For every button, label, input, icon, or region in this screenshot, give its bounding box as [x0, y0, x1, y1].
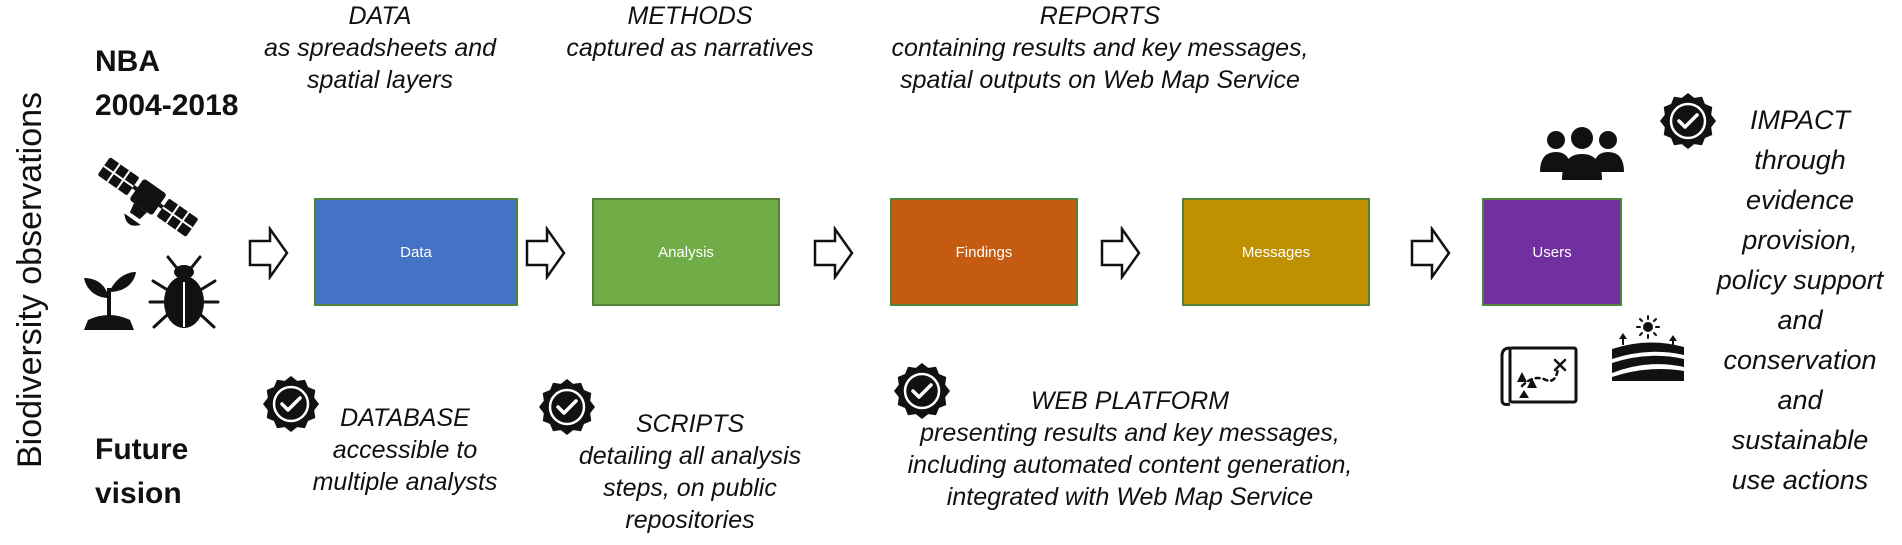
beetle-icon [148, 255, 220, 329]
caption-database-line: accessible to [332, 436, 478, 464]
impact-line: and [1777, 305, 1823, 335]
era-future: Future vision [95, 428, 188, 516]
caption-scripts-line: detailing all analysis [578, 442, 802, 470]
users-group-icon [1540, 127, 1624, 180]
era-current: NBA 2004-2018 [95, 40, 238, 128]
impact-line: and [1777, 385, 1823, 415]
caption-web-platform-line: presenting results and key messages, [920, 419, 1340, 447]
side-label: Biodiversity observations [11, 91, 49, 469]
flow-box-analysis: Analysis [592, 198, 780, 306]
flow-box-messages-label: Messages [1241, 243, 1311, 261]
farm-landscape-icon [1612, 315, 1684, 381]
caption-reports: REPORTS containing results and key messa… [860, 0, 1340, 96]
verified-badge-icon [894, 363, 950, 419]
impact-line: policy support [1716, 265, 1884, 295]
caption-data-line: as spreadsheets and [263, 34, 497, 62]
verified-badge-icon [1660, 93, 1716, 149]
arrow-right-icon [813, 226, 854, 280]
caption-scripts-title: SCRIPTS [635, 410, 745, 438]
caption-database-line: multiple analysts [312, 468, 498, 496]
caption-scripts: SCRIPTS detailing all analysis steps, on… [560, 408, 820, 536]
flow-box-users-label: Users [1532, 243, 1572, 261]
impact-line: through [1754, 145, 1846, 175]
impact-line: sustainable [1731, 425, 1869, 455]
caption-reports-line: spatial outputs on Web Map Service [900, 66, 1300, 94]
caption-reports-line: containing results and key messages, [891, 34, 1309, 62]
flow-box-analysis-label: Analysis [658, 243, 714, 261]
arrow-right-icon [248, 226, 289, 280]
impact-line: evidence [1745, 185, 1855, 215]
arrow-right-icon [525, 226, 566, 280]
caption-data-title: DATA [348, 2, 412, 30]
arrow-right-icon [1100, 226, 1141, 280]
caption-methods-title: METHODS [627, 2, 753, 30]
caption-database-title: DATABASE [340, 404, 470, 432]
impact-line: provision, [1742, 225, 1858, 255]
era-current-line-2: 2004-2018 [95, 89, 239, 122]
arrow-right-icon [1410, 226, 1451, 280]
caption-scripts-line: steps, on public [603, 474, 777, 502]
satellite-icon [98, 157, 198, 237]
caption-web-platform-line: integrated with Web Map Service [946, 483, 1314, 511]
caption-database: DATABASE accessible to multiple analysts [295, 402, 515, 498]
flow-box-findings: Findings [890, 198, 1078, 306]
flow-box-messages: Messages [1182, 198, 1370, 306]
caption-data-line: spatial layers [307, 66, 453, 94]
caption-reports-title: REPORTS [1039, 2, 1161, 30]
caption-data: DATA as spreadsheets and spatial layers [230, 0, 530, 96]
impact-line: use actions [1731, 465, 1869, 495]
flow-box-users: Users [1482, 198, 1622, 306]
caption-web-platform-line: including automated content generation, [907, 451, 1353, 479]
caption-methods: METHODS captured as narratives [540, 0, 840, 64]
verified-badge-icon [263, 376, 319, 432]
impact-line: conservation [1723, 345, 1877, 375]
era-future-line-1: Future [95, 433, 189, 466]
flow-box-data: Data [314, 198, 518, 306]
era-current-line-1: NBA [95, 45, 160, 78]
era-future-line-2: vision [95, 477, 182, 510]
verified-badge-icon [539, 379, 595, 435]
caption-scripts-line: repositories [625, 506, 755, 534]
caption-methods-line: captured as narratives [566, 34, 814, 62]
flow-box-findings-label: Findings [955, 243, 1013, 261]
flow-box-data-label: Data [400, 243, 432, 261]
caption-web-platform: WEB PLATFORM presenting results and key … [880, 385, 1380, 513]
treasure-map-icon [1500, 346, 1578, 406]
impact-title: IMPACT [1750, 105, 1850, 135]
plant-seedling-icon [84, 272, 136, 330]
caption-web-platform-title: WEB PLATFORM [1030, 387, 1230, 415]
impact-text: IMPACT through evidence provision, polic… [1698, 100, 1902, 500]
